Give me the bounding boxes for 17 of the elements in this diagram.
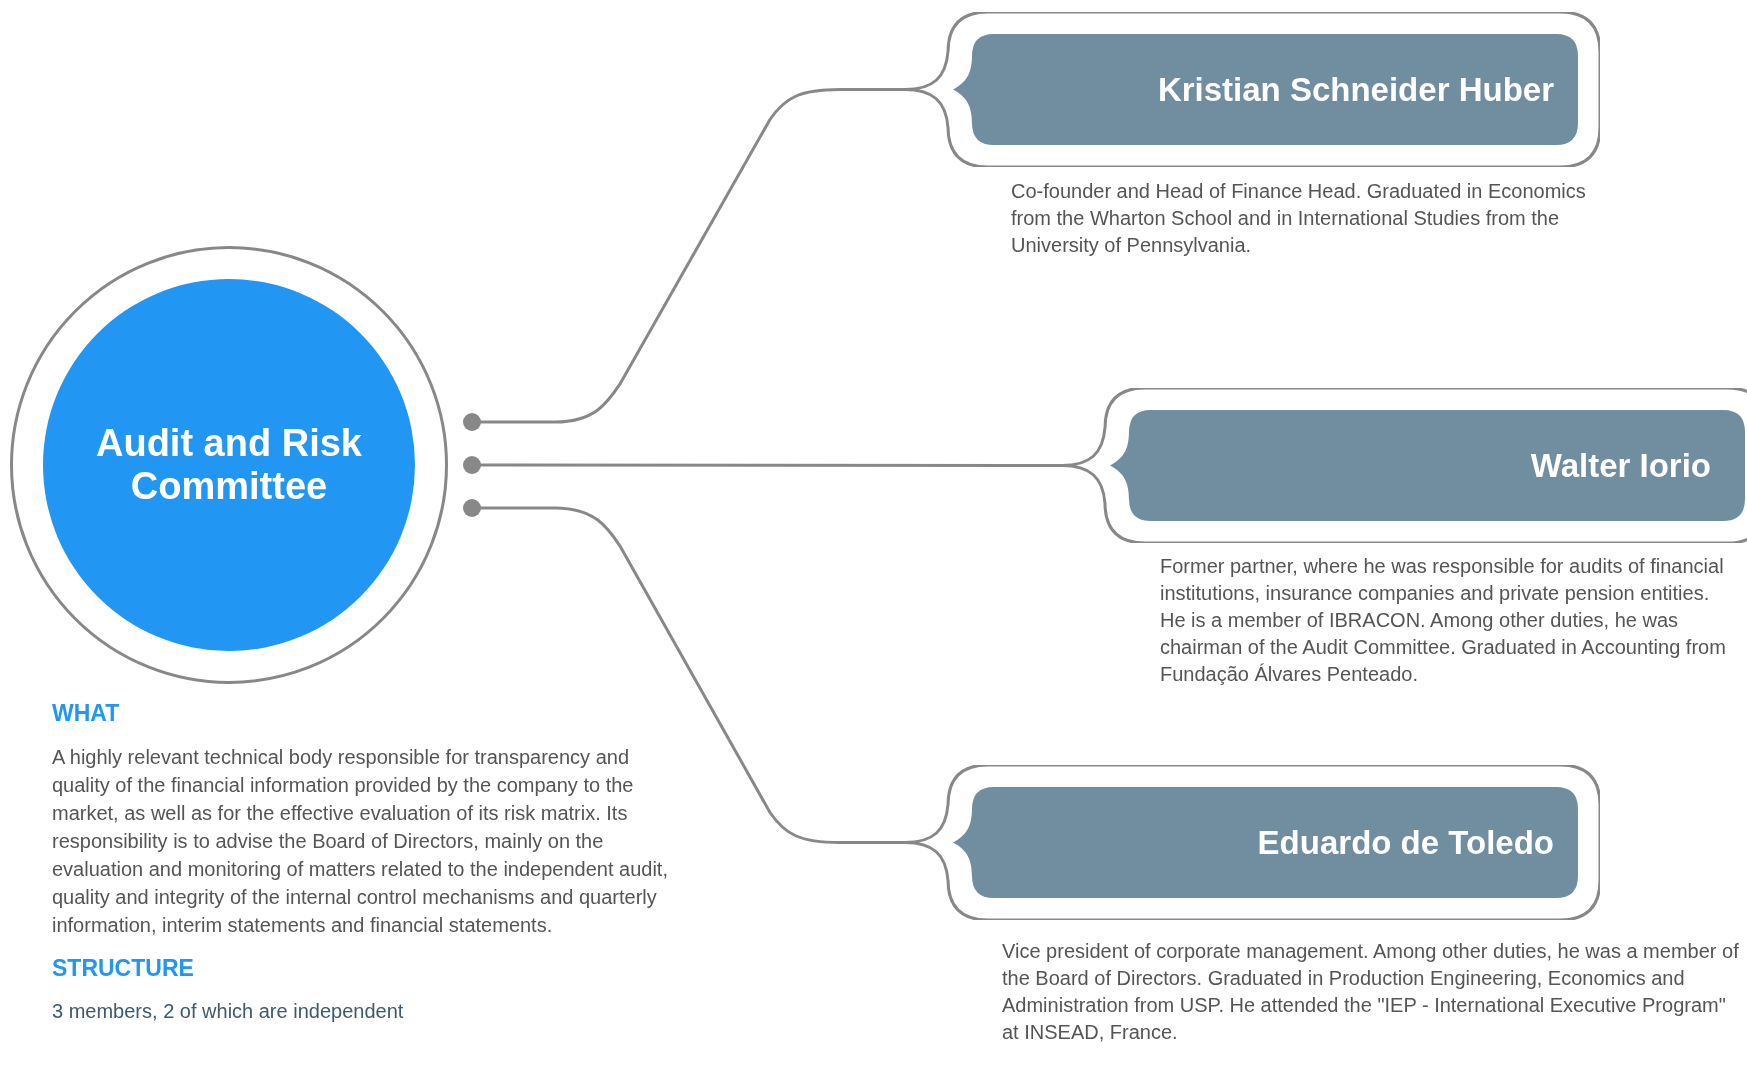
connector-line <box>463 456 1062 474</box>
name-banner <box>905 765 1600 920</box>
committee-title: Audit and Risk Committee <box>95 422 363 508</box>
name-banner <box>905 12 1600 167</box>
connector-line <box>463 499 905 844</box>
member-name: Walter Iorio <box>1530 445 1711 486</box>
name-banner <box>1062 388 1747 543</box>
section-heading: STRUCTURE <box>52 953 195 983</box>
structure-text: 3 members, 2 of which are independent <box>52 999 405 1024</box>
section-heading: WHAT <box>52 699 121 728</box>
member-name: Eduardo de Toledo <box>1257 822 1554 863</box>
member-bio: Co-founder and Head of Finance Head. Graduated in Economics from the Wharton School and in International Studies from the University of Pennsylvania. <box>1011 179 1587 258</box>
member-bio: Former partner, where he was responsible for audits of financial institutions, insurance companies and private pension entities. He is a member of IBRACON. Among other duties, he was chairman of the Audit Committee. Graduated in Accounting from Fundação Álvares Penteado. <box>1160 554 1727 687</box>
member-bio: Vice president of corporate management. Among other duties, he was a member of the Board of Directors. Graduated in Production Engineering, Economics and Administration from USP. He attended the "IEP - International Executive Program" at INSEAD, France. <box>1002 939 1740 1045</box>
description-paragraph: A highly relevant technical body responsible for transparency and quality of the financial information provided by the company to the market, as well as for the effective evaluation of its risk matrix. Its responsibility is to advise the Board of Directors, mainly on the evaluation and monitoring of matters related to the independent audit, quality and integrity of the internal control mechanisms and quarterly information, interim statements and financial statements. <box>52 744 669 938</box>
member-name: Kristian Schneider Huber <box>1157 69 1554 110</box>
connector-line <box>463 88 905 431</box>
